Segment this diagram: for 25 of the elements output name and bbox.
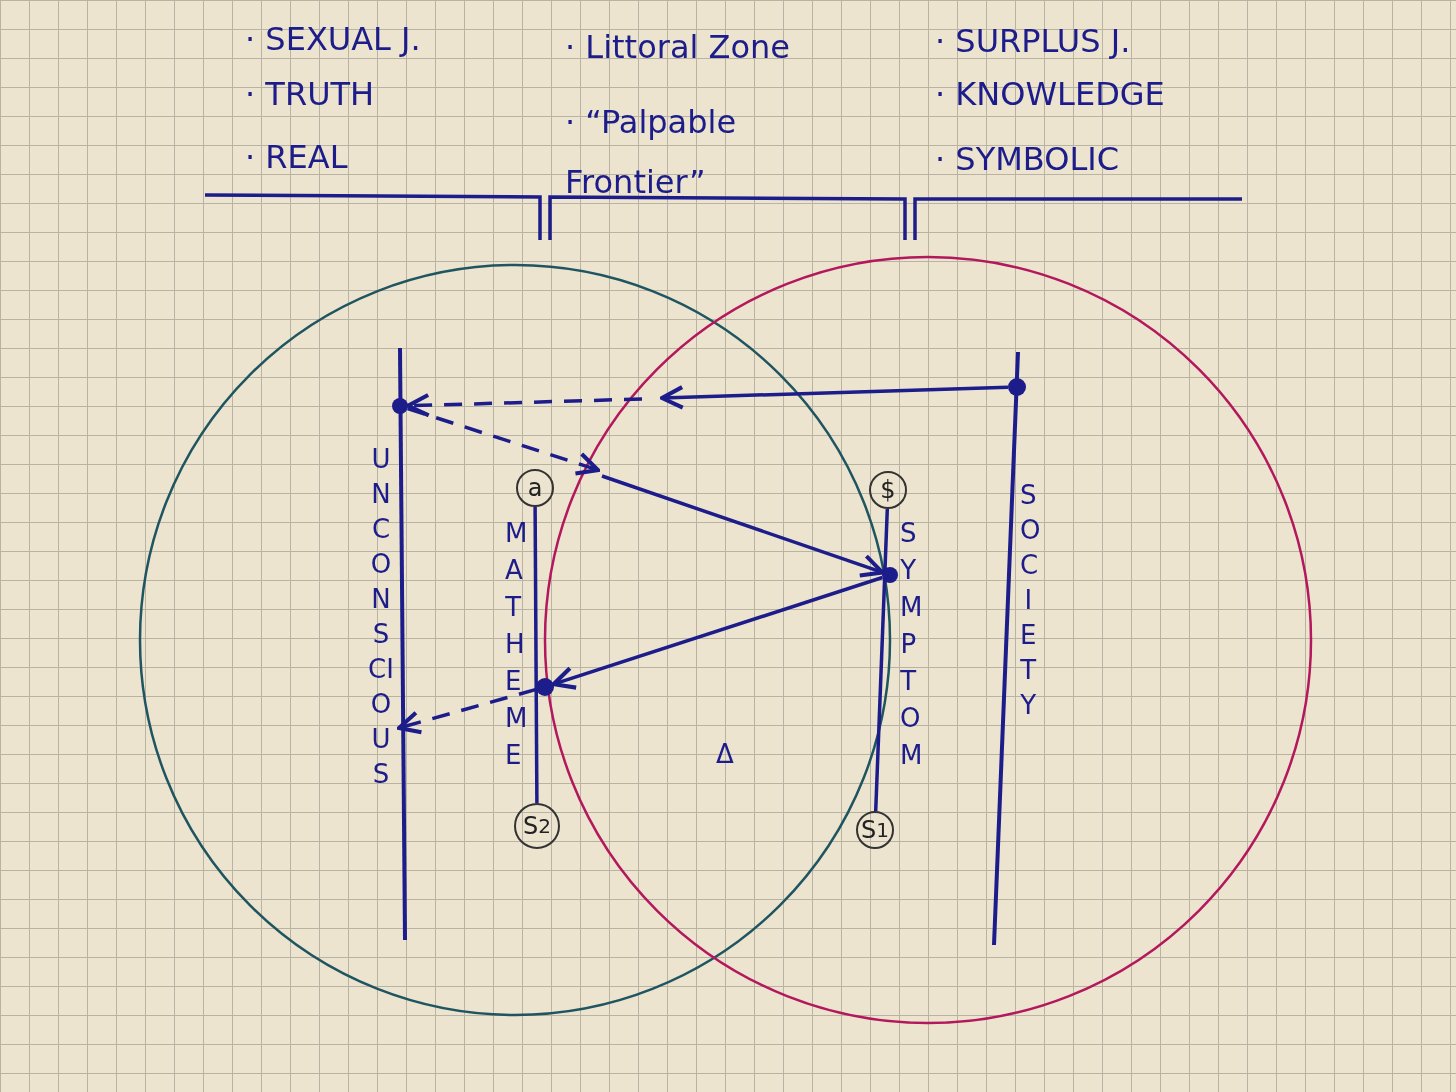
arrow — [396, 687, 537, 735]
junction-dot — [392, 398, 408, 414]
heading-note: · SURPLUS J. — [935, 22, 1131, 60]
arrow — [551, 575, 883, 690]
arrow — [659, 385, 1009, 410]
arrow — [601, 474, 885, 578]
vertical-label: SOCIETY — [1020, 479, 1037, 722]
arrow — [405, 392, 643, 418]
junction-dot — [1008, 378, 1026, 396]
arrow — [407, 406, 601, 476]
vertical-line — [533, 507, 539, 803]
heading-note: · SEXUAL J. — [245, 20, 421, 58]
heading-note: · REAL — [245, 138, 348, 176]
vertical-label: UNCONSCIOUS — [366, 442, 396, 792]
zone-note: · “Palpable Frontier” — [565, 102, 738, 203]
circled-symbol: a — [516, 469, 554, 507]
circled-symbol: $ — [869, 471, 907, 509]
vertical-line — [873, 508, 890, 812]
heading-note: · SYMBOLIC — [935, 140, 1119, 178]
junction-dot — [882, 567, 898, 583]
junction-dot — [536, 678, 554, 696]
heading-note: · Littoral Zone — [565, 28, 791, 66]
delta-symbol: Δ — [716, 738, 734, 771]
heading-note: · TRUTH — [245, 75, 375, 113]
heading-note: · KNOWLEDGE — [935, 75, 1165, 113]
